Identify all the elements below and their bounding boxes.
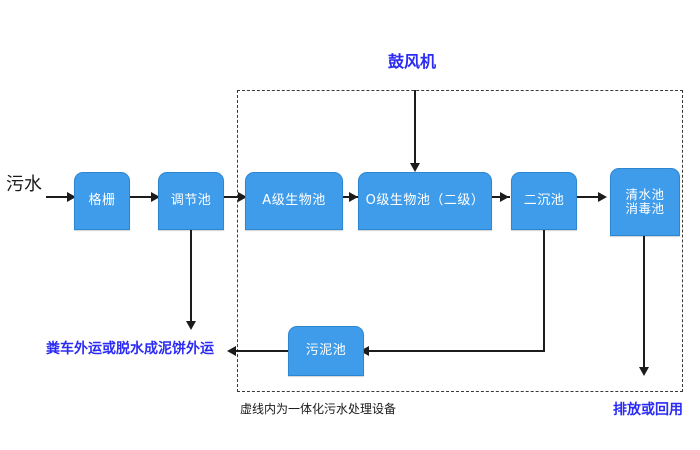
blower-feed-line (414, 90, 416, 164)
grille-to-equalization-line (130, 196, 152, 198)
secondary-to-sludge-vertical-line (543, 230, 545, 352)
equalization-to-disposal-line (190, 230, 192, 322)
equalization-to-disposal-arrowhead (186, 321, 196, 330)
integrated-equipment-enclosure (237, 90, 683, 392)
node-disinfection-tank-label: 消毒池 (625, 201, 665, 216)
node-secondary-clarifier-label: 二沉池 (523, 192, 565, 208)
node-grille-label: 格栅 (88, 192, 116, 208)
secondary-to-sludge-arrowhead (360, 346, 369, 356)
node-equalization-tank-label: 调节池 (170, 192, 212, 208)
node-equalization-tank[interactable]: 调节池 (158, 172, 224, 230)
sludge-to-disposal-line (235, 350, 288, 352)
secondary-to-sludge-horizontal-line (368, 350, 545, 352)
node-grille[interactable]: 格栅 (74, 172, 130, 230)
node-sludge-tank-label: 污泥池 (305, 342, 347, 358)
node-clearwater-disinfection-tank[interactable]: 清水池 消毒池 (610, 168, 680, 236)
astage-to-ostage-arrowhead (349, 192, 358, 202)
node-sludge-tank[interactable]: 污泥池 (288, 326, 364, 376)
sludge-to-disposal-arrowhead (227, 346, 236, 356)
blower-feed-arrowhead (410, 163, 420, 172)
inlet-label: 污水 (6, 174, 42, 195)
grille-to-equalization-arrowhead (151, 192, 160, 202)
enclosure-caption: 虚线内为一体化污水处理设备 (240, 402, 397, 416)
ostage-to-secondary-arrowhead (500, 192, 509, 202)
equalization-to-astage-arrowhead (238, 192, 247, 202)
node-secondary-clarifier[interactable]: 二沉池 (511, 172, 577, 230)
node-a-stage-bioreactor[interactable]: A级生物池 (245, 172, 343, 230)
blower-label: 鼓风机 (388, 52, 437, 71)
inlet-arrowhead (67, 192, 76, 202)
node-a-stage-bioreactor-label: A级生物池 (262, 192, 326, 208)
inlet-connector-line (46, 196, 68, 198)
sludge-disposal-label: 粪车外运或脱水成泥饼外运 (46, 341, 214, 357)
node-o-stage-bioreactor-label: O级生物池（二级） (365, 192, 485, 208)
secondary-to-clearwater-arrowhead (598, 192, 607, 202)
clearwater-to-discharge-line (643, 236, 645, 368)
clearwater-to-discharge-arrowhead (639, 367, 649, 376)
equalization-to-astage-line (224, 196, 246, 198)
node-clearwater-tank-label: 清水池 (625, 186, 665, 202)
node-o-stage-bioreactor[interactable]: O级生物池（二级） (358, 172, 492, 230)
secondary-to-clearwater-line (577, 196, 599, 198)
discharge-label: 排放或回用 (613, 402, 683, 418)
